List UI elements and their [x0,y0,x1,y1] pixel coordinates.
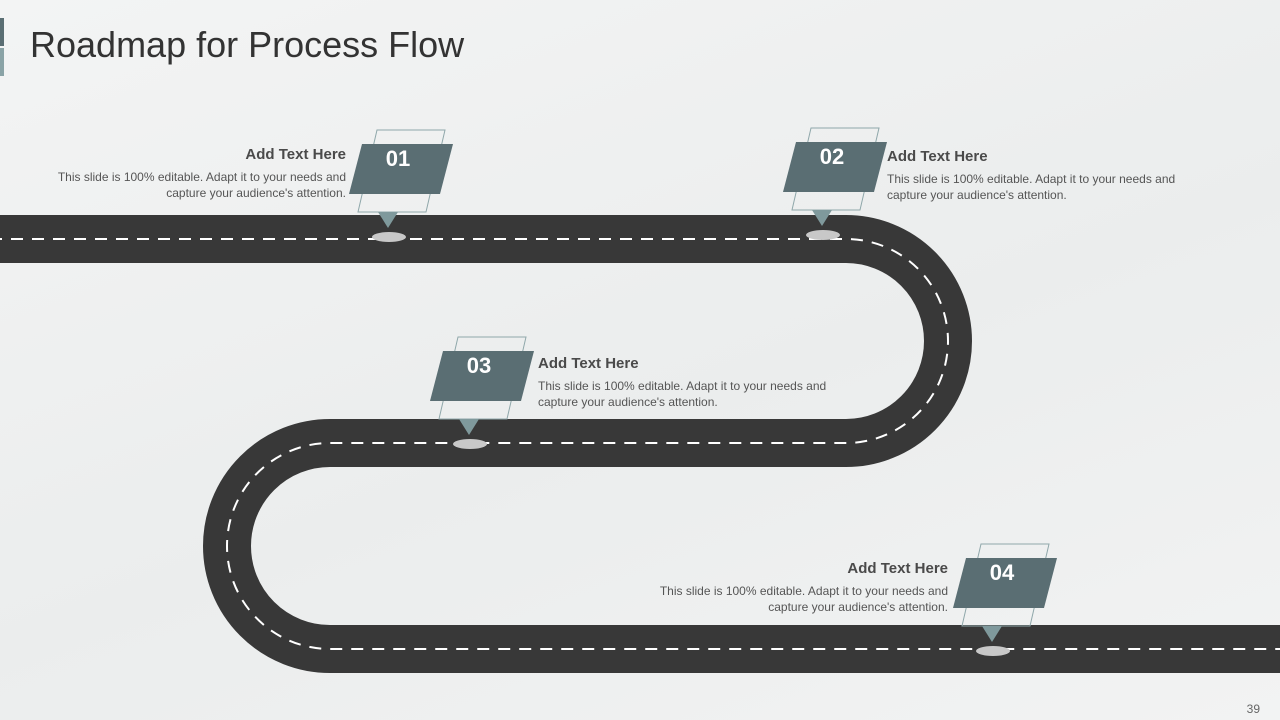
milestone-number: 02 [819,144,845,169]
milestone-marker-02: 02 [767,120,897,250]
milestone-description: This slide is 100% editable. Adapt it to… [57,170,346,200]
milestone-description: This slide is 100% editable. Adapt it to… [887,172,1176,202]
milestone-text-02: Add Text Here This slide is 100% editabl… [887,148,1177,203]
milestone-number: 01 [385,146,411,171]
milestone-marker-04: 04 [937,536,1067,666]
milestone-text-03: Add Text Here This slide is 100% editabl… [538,355,828,410]
milestone-text-04: Add Text Here This slide is 100% editabl… [658,560,948,615]
title-accent-bar-top [0,18,4,46]
milestone-heading: Add Text Here [847,560,948,577]
road-lane-marking [0,238,1280,650]
milestone-marker-01: 01 [333,122,463,252]
location-pin-icon [349,129,453,242]
title-accent-bar-bottom [0,48,4,76]
milestone-heading: Add Text Here [538,355,639,372]
milestone-number: 03 [466,353,492,378]
milestone-heading: Add Text Here [245,146,346,163]
page-number: 39 [1246,702,1260,716]
slide-title: Roadmap for Process Flow [30,24,465,65]
milestone-text-01: Add Text Here This slide is 100% editabl… [56,146,346,201]
milestone-number: 04 [989,560,1015,585]
location-pin-icon [783,127,887,240]
milestone-description: This slide is 100% editable. Adapt it to… [659,584,948,614]
milestone-marker-03: 03 [414,329,544,459]
location-pin-icon [430,336,534,449]
location-pin-icon [953,543,1057,656]
milestone-heading: Add Text Here [887,148,988,165]
milestone-description: This slide is 100% editable. Adapt it to… [538,379,827,409]
road-surface [0,215,1280,673]
